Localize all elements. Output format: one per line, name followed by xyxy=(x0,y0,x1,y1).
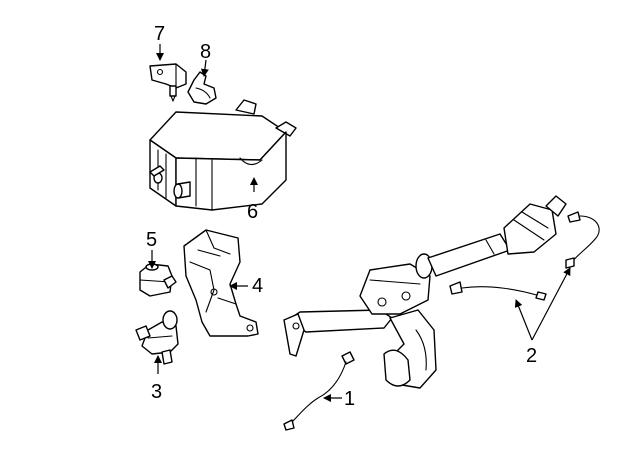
callout-3: 3 xyxy=(151,381,162,403)
callout-6: 6 xyxy=(247,201,258,223)
callout-1: 1 xyxy=(344,388,355,410)
part-4-bracket[interactable] xyxy=(183,229,259,337)
part-6-canister[interactable] xyxy=(149,99,297,211)
callout-5: 5 xyxy=(146,229,157,251)
callout-2: 2 xyxy=(526,345,537,367)
callout-7: 7 xyxy=(154,23,165,45)
part-5-sensor[interactable] xyxy=(139,263,177,297)
part-8-clip[interactable] xyxy=(187,71,217,105)
part-3-solenoid[interactable] xyxy=(135,310,179,365)
leader-lines xyxy=(148,44,571,402)
part-7-bracket[interactable] xyxy=(149,63,187,102)
callout-4: 4 xyxy=(252,275,263,297)
exhaust-pipe-assembly xyxy=(283,195,567,389)
callout-labels: 7 8 6 5 4 3 1 2 xyxy=(146,23,537,410)
part-1-oxygen-sensor[interactable] xyxy=(283,351,355,431)
part-2-oxygen-sensor-rear[interactable] xyxy=(565,211,600,269)
part-2-oxygen-sensor-front[interactable] xyxy=(449,281,547,301)
callout-8: 8 xyxy=(200,41,211,63)
